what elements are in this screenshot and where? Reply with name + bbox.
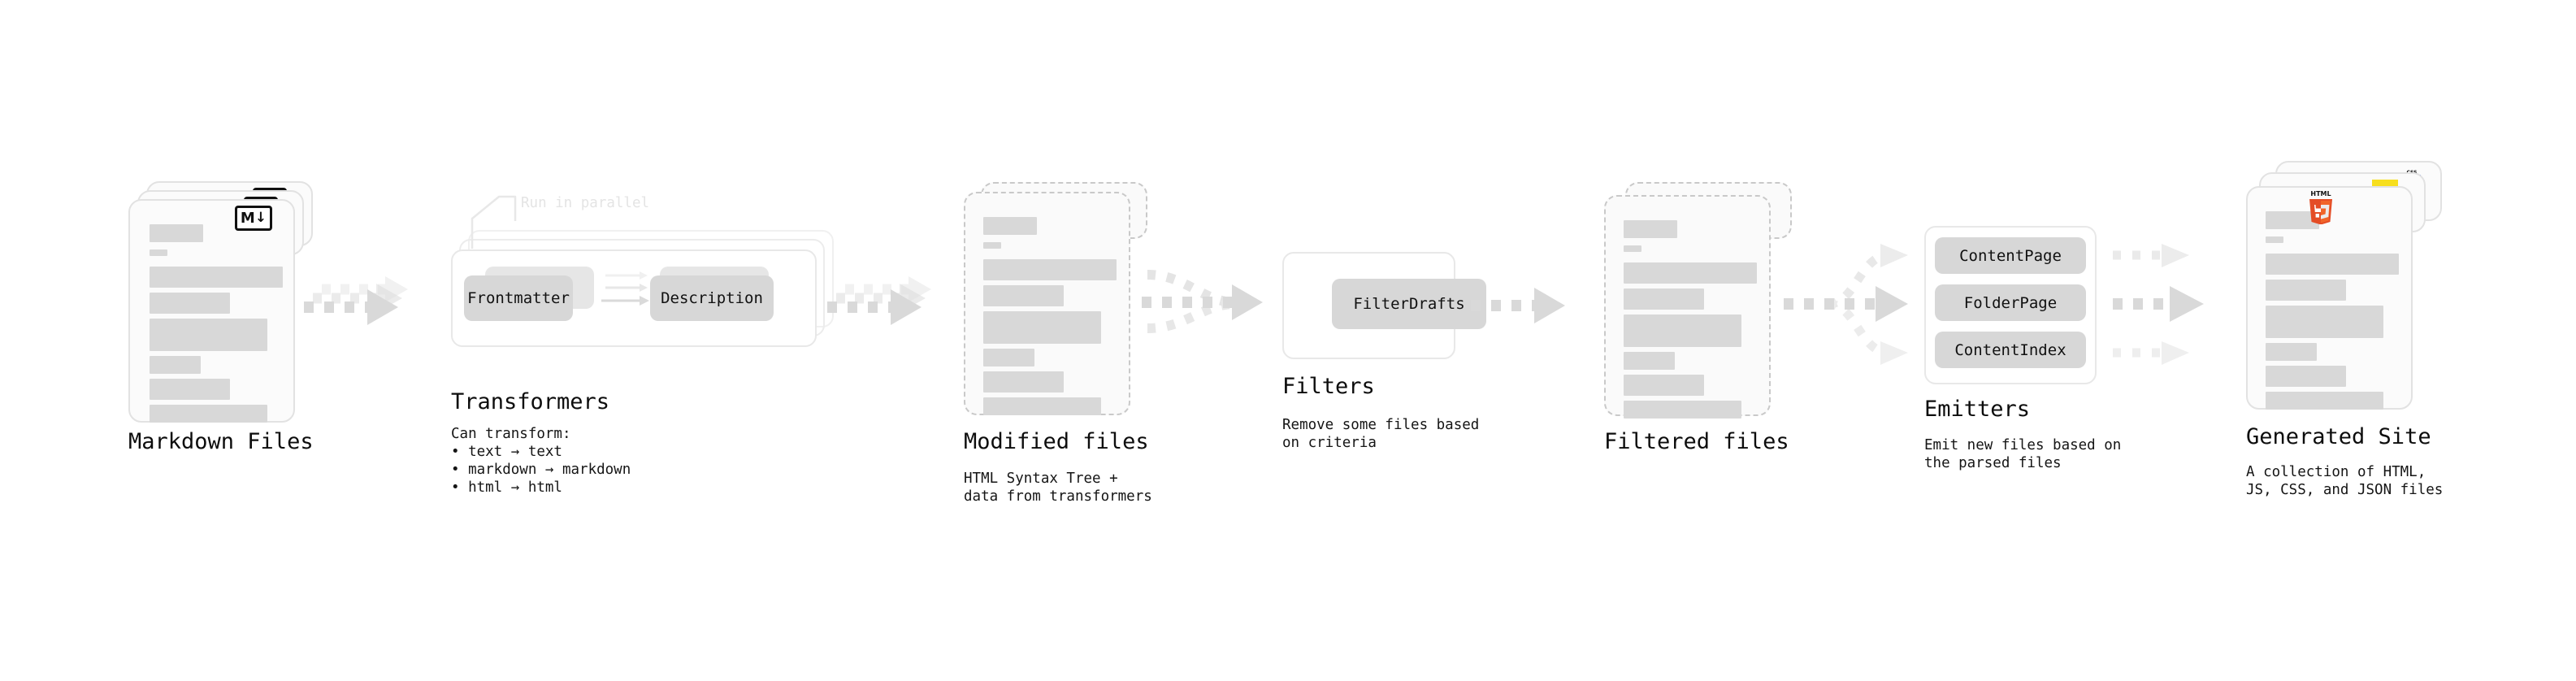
content-bar: [1624, 375, 1704, 396]
content-bar: [150, 293, 230, 314]
generated-site-title: Generated Site: [2246, 424, 2431, 449]
content-bar: [2266, 392, 2383, 410]
content-bar: [150, 249, 167, 256]
content-bar: [1624, 288, 1704, 310]
arrow-markdown-to-transformers: [304, 276, 408, 325]
content-bar: [2266, 211, 2319, 229]
emitters-description: Emit new files based on the parsed files: [1924, 437, 2122, 472]
arrow-modified-to-filters: [1142, 270, 1263, 333]
run-in-parallel-label: Run in parallel: [521, 195, 650, 211]
content-bar: [150, 356, 201, 374]
content-bar: [150, 267, 283, 288]
content-bar: [983, 285, 1064, 306]
arrow-transformers-to-modified: [827, 276, 931, 325]
content-bar: [1624, 220, 1677, 238]
content-bar: [983, 311, 1101, 344]
markdown-card-front: [128, 199, 295, 423]
transformers-description: Can transform: • text → text • markdown …: [451, 426, 631, 497]
content-bar: [2266, 254, 2399, 275]
content-bar: [2266, 306, 2383, 338]
chip-contentindex[interactable]: ContentIndex: [1935, 332, 2086, 368]
content-bar: [1624, 262, 1757, 284]
markdown-icon: M↓: [235, 206, 272, 231]
content-bar: [150, 224, 203, 242]
filtered-card-front: [1604, 195, 1771, 419]
content-bar: [2266, 366, 2346, 387]
markdown-files-title: Markdown Files: [128, 429, 314, 454]
content-bar: [150, 319, 267, 351]
content-bar: [983, 217, 1037, 235]
html5-icon: HTML: [2309, 190, 2332, 224]
svg-text:HTML: HTML: [2310, 190, 2331, 197]
arrow-filtered-to-emitters: [1784, 244, 1908, 365]
content-bar: [983, 371, 1064, 393]
filters-title: Filters: [1282, 374, 1375, 399]
content-bar: [983, 349, 1034, 367]
content-bar: [2266, 236, 2283, 243]
modified-card-front: [964, 192, 1130, 415]
content-bar: [150, 405, 267, 423]
transformers-title: Transformers: [451, 389, 610, 414]
content-bar: [1624, 401, 1741, 419]
content-bar: [1624, 245, 1641, 252]
md-letter: M: [240, 209, 255, 227]
chip-folderpage[interactable]: FolderPage: [1935, 284, 2086, 321]
content-bar: [983, 397, 1101, 415]
generated-site-description: A collection of HTML, JS, CSS, and JSON …: [2246, 464, 2444, 499]
filtered-files-title: Filtered files: [1604, 429, 1789, 454]
emitters-title: Emitters: [1924, 397, 2031, 422]
content-bar: [983, 259, 1117, 280]
chip-description[interactable]: Description: [650, 275, 774, 321]
content-bar: [2266, 280, 2346, 301]
chip-filterdrafts[interactable]: FilterDrafts: [1332, 279, 1486, 329]
content-bar: [150, 379, 230, 400]
content-bar: [2266, 343, 2317, 361]
chip-contentpage[interactable]: ContentPage: [1935, 237, 2086, 274]
modified-files-title: Modified files: [964, 429, 1149, 454]
modified-files-description: HTML Syntax Tree + data from transformer…: [964, 471, 1152, 505]
chip-frontmatter[interactable]: Frontmatter: [464, 275, 573, 321]
content-bar: [983, 242, 1001, 249]
filters-description: Remove some files based on criteria: [1282, 417, 1480, 452]
content-bar: [1624, 352, 1675, 370]
generated-card-front: [2246, 186, 2413, 410]
content-bar: [1624, 314, 1741, 347]
arrow-emitters-to-generated: [2113, 244, 2204, 365]
